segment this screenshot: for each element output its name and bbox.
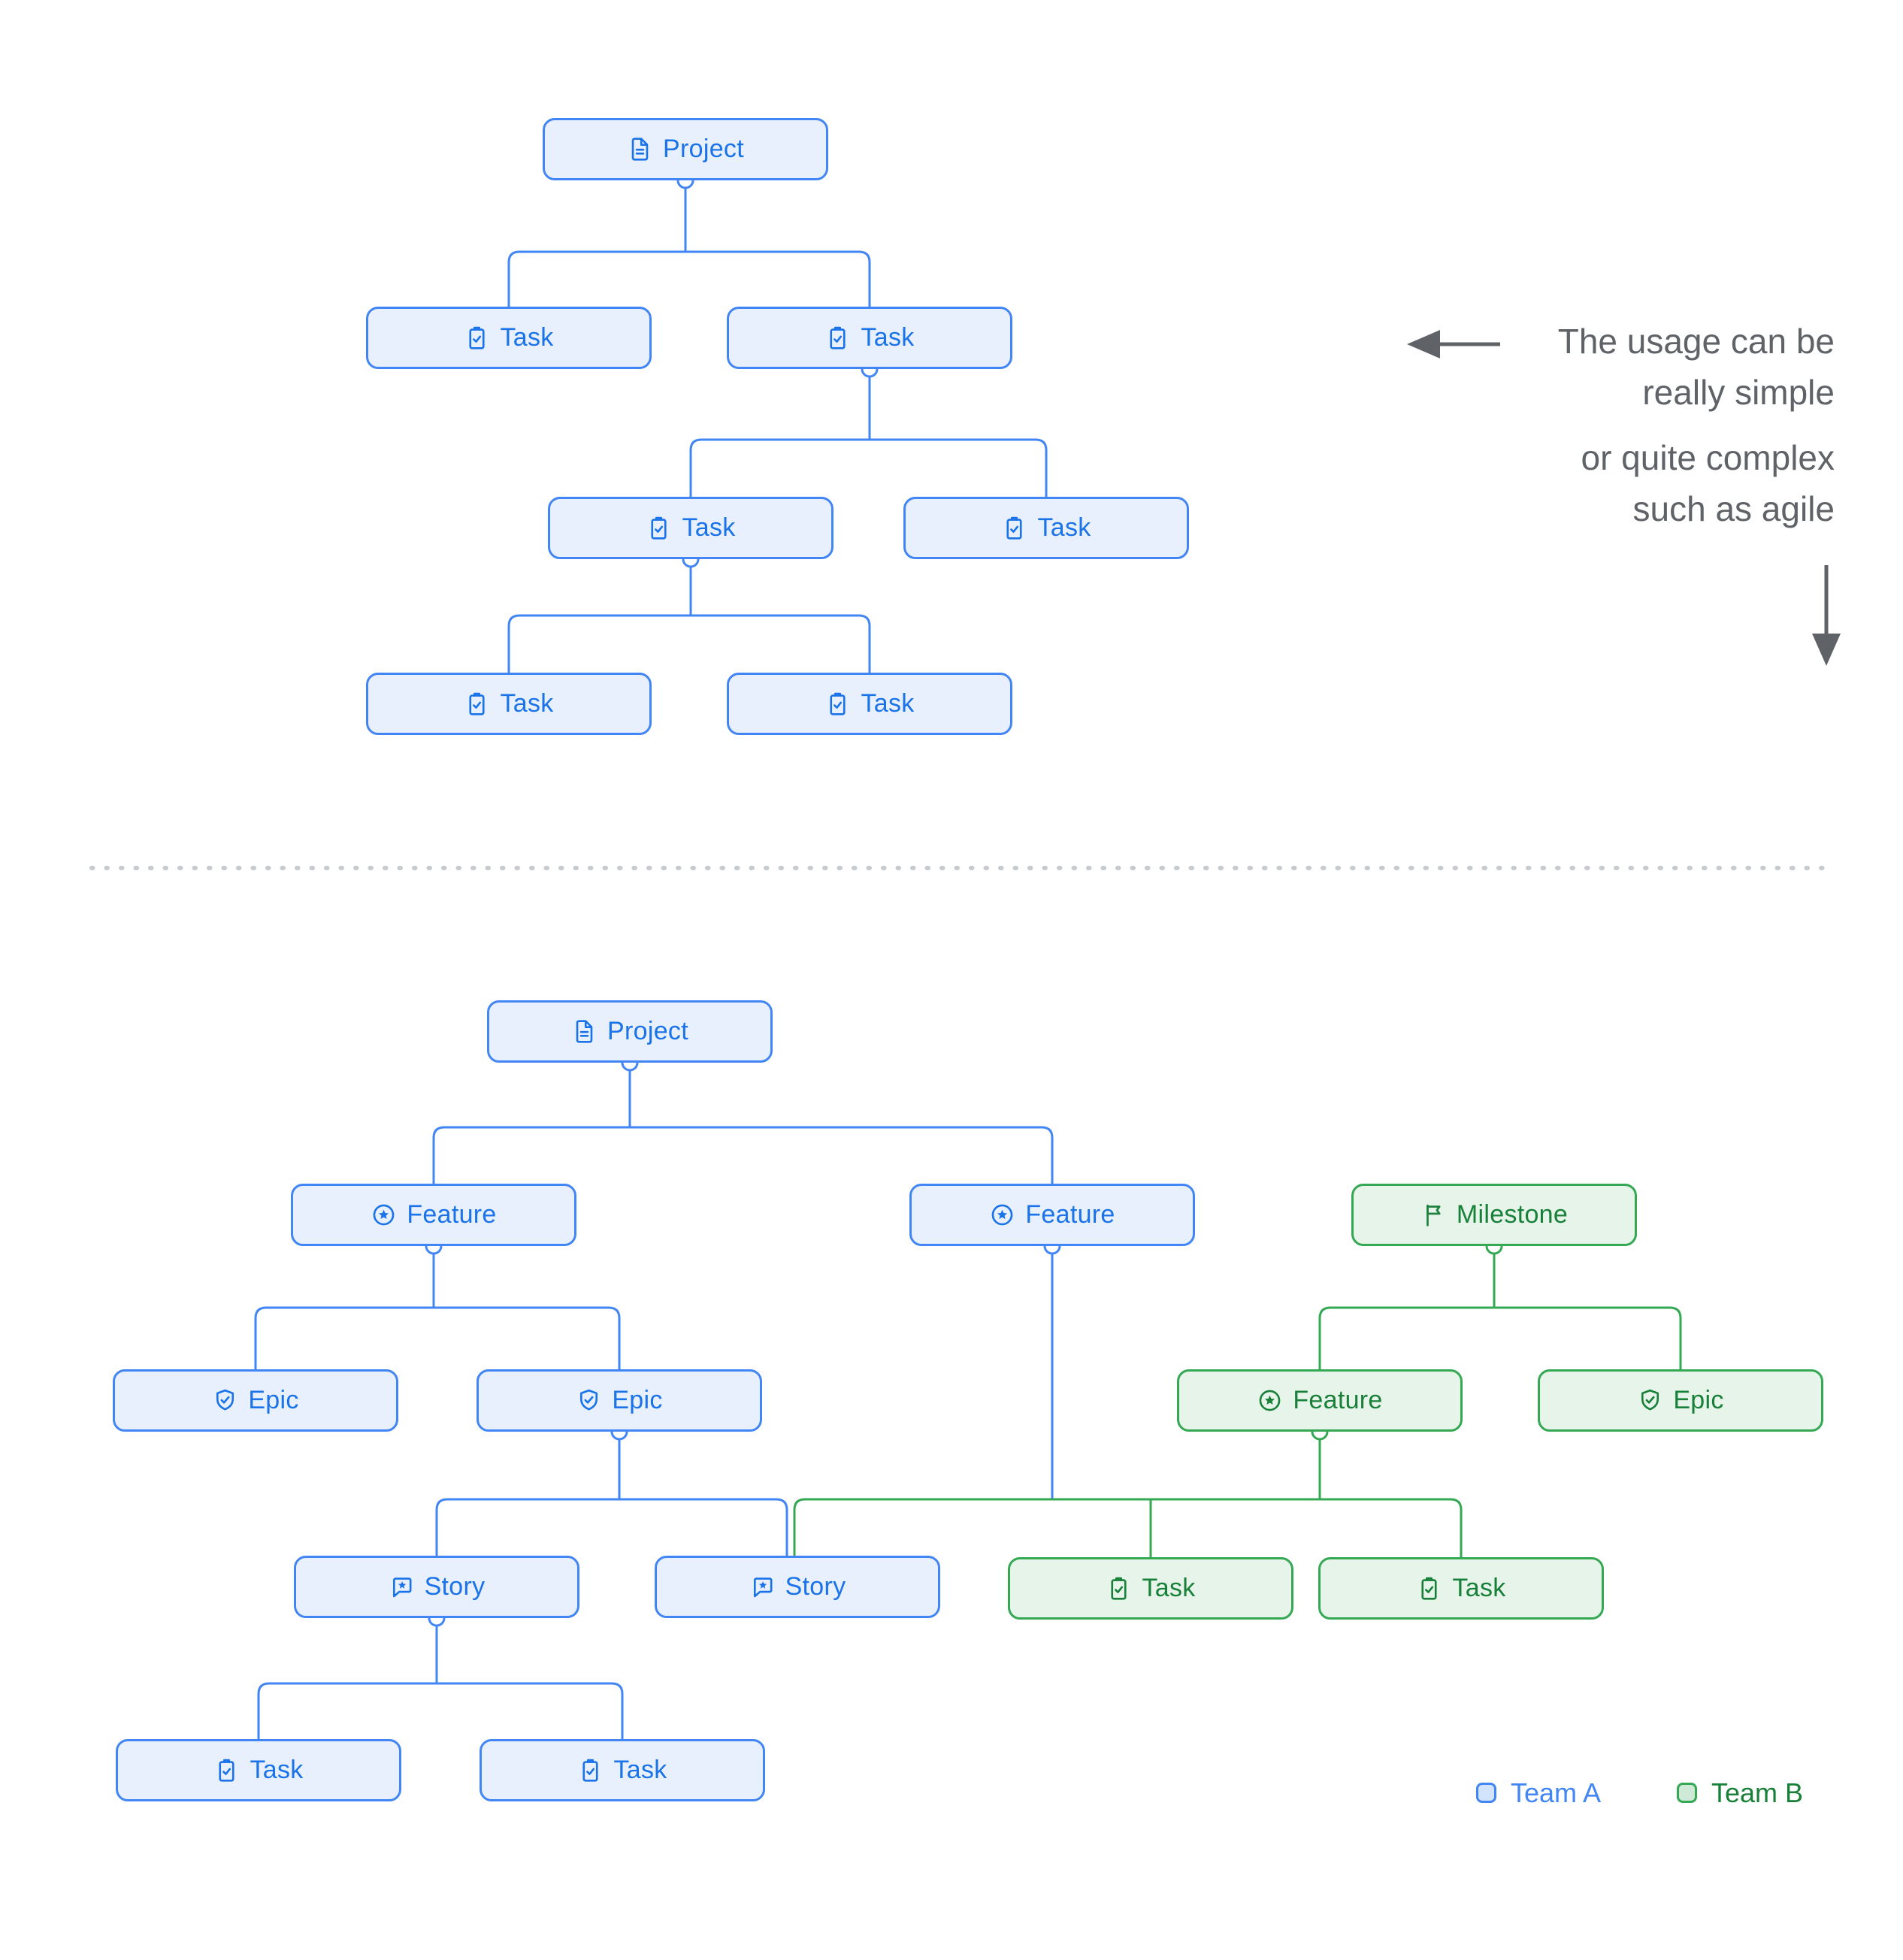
node-feature[interactable]: Feature xyxy=(909,1184,1195,1246)
node-epic[interactable]: Epic xyxy=(477,1369,762,1432)
simple-tree-connectors xyxy=(507,171,1048,673)
node-label: Feature xyxy=(1293,1386,1383,1414)
task-icon xyxy=(464,325,490,351)
node-project[interactable]: Project xyxy=(487,1000,773,1063)
document-icon xyxy=(571,1018,598,1045)
team-a-label: Team A xyxy=(1511,1777,1602,1808)
node-project[interactable]: Project xyxy=(543,118,828,180)
node-label: Task xyxy=(1452,1574,1506,1602)
annotation-text: The usage can be really simple or quite … xyxy=(1354,316,1835,534)
milestone-icon xyxy=(1420,1202,1447,1228)
node-task[interactable]: Task xyxy=(480,1739,765,1801)
node-label: Task xyxy=(500,689,554,718)
node-label: Task xyxy=(250,1756,304,1784)
annotation-line: or quite complex xyxy=(1581,438,1835,477)
annotation-line: The usage can be xyxy=(1557,322,1835,361)
node-task[interactable]: Task xyxy=(727,673,1012,735)
team-a-swatch xyxy=(1476,1783,1496,1803)
task-icon xyxy=(824,691,851,717)
node-feature[interactable]: Feature xyxy=(291,1184,576,1246)
node-label: Task xyxy=(861,323,915,352)
task-icon xyxy=(824,325,851,351)
node-task[interactable]: Task xyxy=(366,307,652,369)
epic-icon xyxy=(212,1387,238,1414)
annotation-line: such as agile xyxy=(1632,489,1835,528)
node-label: Feature xyxy=(1025,1200,1115,1229)
node-label: Feature xyxy=(407,1200,497,1229)
annotation-line: really simple xyxy=(1642,373,1835,412)
node-label: Epic xyxy=(612,1386,663,1414)
node-task[interactable]: Task xyxy=(1318,1557,1604,1620)
task-icon xyxy=(577,1757,604,1783)
node-label: Epic xyxy=(1673,1386,1724,1414)
down-arrow-icon xyxy=(1812,565,1841,666)
team-b-label: Team B xyxy=(1711,1777,1804,1808)
node-label: Task xyxy=(861,689,915,718)
node-story[interactable]: Story xyxy=(655,1556,940,1618)
node-label: Epic xyxy=(248,1386,299,1414)
task-icon xyxy=(464,691,490,717)
epic-icon xyxy=(1637,1387,1663,1414)
node-label: Story xyxy=(785,1572,846,1601)
story-icon xyxy=(389,1574,415,1600)
task-icon xyxy=(646,515,672,541)
node-epic[interactable]: Epic xyxy=(1538,1369,1823,1432)
task-icon xyxy=(1106,1575,1132,1602)
node-feature[interactable]: Feature xyxy=(1177,1369,1463,1432)
node-task[interactable]: Task xyxy=(116,1739,401,1801)
node-milestone[interactable]: Milestone xyxy=(1351,1184,1637,1246)
node-label: Milestone xyxy=(1456,1200,1569,1229)
node-label: Task xyxy=(613,1756,667,1784)
task-icon xyxy=(213,1757,240,1783)
task-icon xyxy=(1001,515,1027,541)
legend: Team A Team B xyxy=(1476,1780,1837,1807)
node-label: Task xyxy=(1142,1574,1196,1602)
node-label: Task xyxy=(500,323,554,352)
node-label: Task xyxy=(682,513,736,542)
node-label: Project xyxy=(663,135,744,163)
document-icon xyxy=(627,136,653,162)
node-story[interactable]: Story xyxy=(294,1556,579,1618)
story-icon xyxy=(749,1574,776,1600)
node-task[interactable]: Task xyxy=(727,307,1012,369)
node-label: Story xyxy=(424,1572,486,1601)
feature-icon xyxy=(371,1202,397,1228)
node-epic[interactable]: Epic xyxy=(113,1369,398,1432)
task-icon xyxy=(1416,1575,1442,1602)
node-task[interactable]: Task xyxy=(903,497,1189,559)
node-label: Task xyxy=(1037,513,1091,542)
node-task[interactable]: Task xyxy=(1008,1557,1293,1620)
feature-icon xyxy=(989,1202,1015,1228)
epic-icon xyxy=(576,1387,602,1414)
node-label: Project xyxy=(607,1017,688,1045)
node-task[interactable]: Task xyxy=(548,497,834,559)
feature-icon xyxy=(1257,1387,1283,1414)
node-task[interactable]: Task xyxy=(366,673,652,735)
team-b-swatch xyxy=(1677,1783,1697,1803)
